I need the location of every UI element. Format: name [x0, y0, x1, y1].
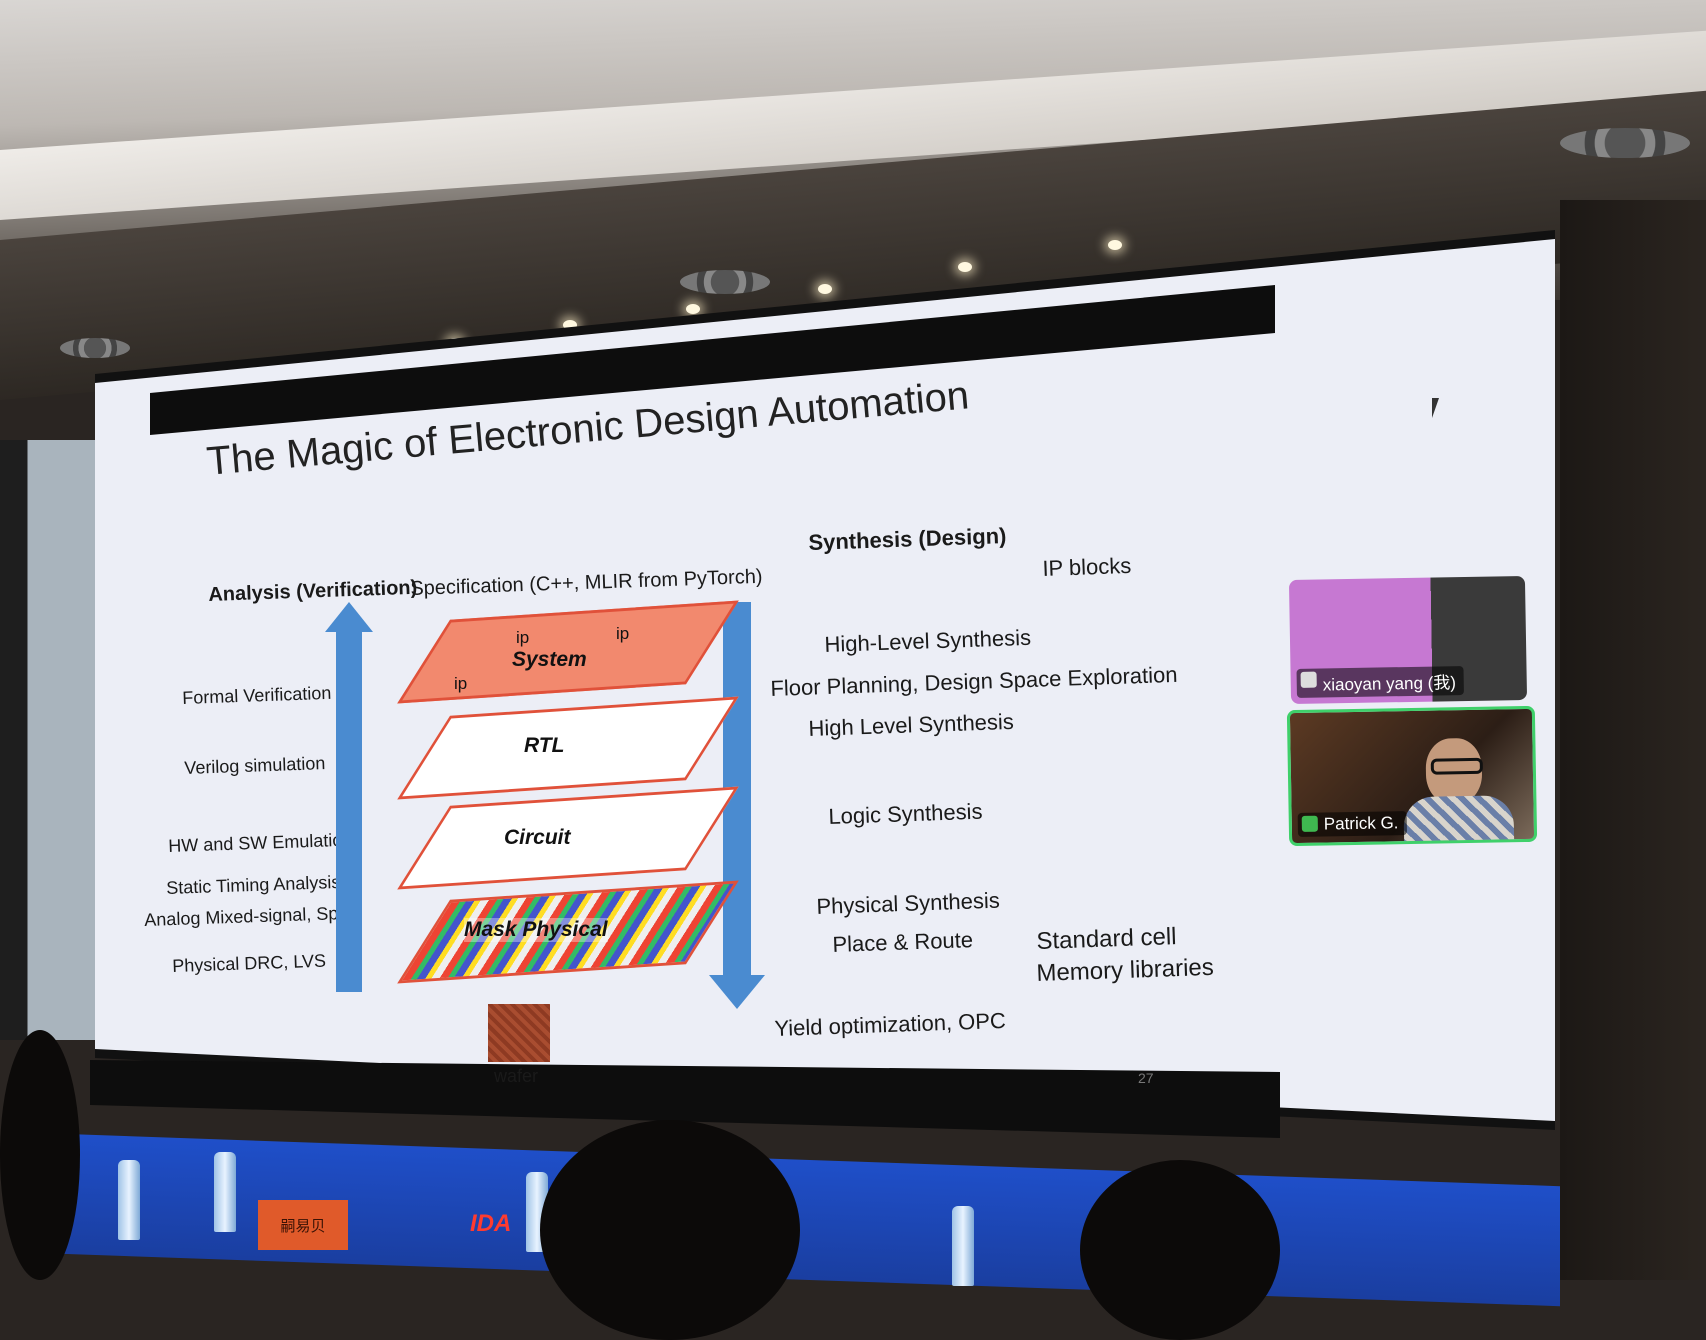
ceiling-vent [60, 338, 130, 358]
ip-label: ip [454, 674, 468, 693]
ip-label: ip [616, 624, 630, 643]
ceiling-light [958, 262, 972, 272]
window [0, 440, 110, 1040]
event-logo: IDA [470, 1210, 512, 1237]
wafer-image [488, 1004, 550, 1062]
participant-name: Patrick G. [1297, 811, 1407, 837]
ip-label: ip [516, 628, 530, 647]
audience-head [0, 1030, 80, 1280]
page-number: 27 [1138, 1070, 1154, 1086]
participant-name-text: xiaoyan yang (我) [1322, 673, 1457, 695]
audience-head [1080, 1160, 1280, 1340]
synthesis-arrow-head [709, 975, 765, 1009]
mouse-cursor-icon [1432, 398, 1439, 418]
video-tile-self[interactable]: xiaoyan yang (我) [1288, 575, 1528, 705]
water-bottle [214, 1152, 236, 1232]
ceiling-vent [680, 270, 770, 294]
library-label: Standard cell [1036, 923, 1177, 955]
ceiling-vent [1560, 128, 1690, 158]
ceiling-light [563, 320, 577, 330]
water-bottle [952, 1206, 974, 1286]
host-icon [1301, 815, 1318, 832]
verification-arrow [336, 632, 362, 992]
video-tile-active-speaker[interactable]: Patrick G. [1286, 705, 1538, 847]
ceiling-light [1108, 240, 1122, 250]
ceiling-light [686, 304, 700, 314]
synthesis-item: Place & Route [832, 927, 974, 957]
system-label: System [512, 648, 587, 671]
mask-physical-label: Mask Physical [464, 918, 608, 942]
glasses [1430, 757, 1483, 775]
ceiling-light [818, 284, 832, 294]
rtl-label: RTL [524, 734, 565, 757]
participant-name: xiaoyan yang (我) [1296, 666, 1465, 698]
nameplate: 嗣易贝 [258, 1200, 348, 1250]
ip-blocks-label: IP blocks [1042, 552, 1132, 581]
speaker-shirt [1403, 795, 1515, 847]
verification-arrow-head [325, 602, 373, 632]
participant-name-text: Patrick G. [1323, 813, 1399, 834]
wafer-label: wafer [494, 1066, 539, 1086]
audience-head [540, 1120, 800, 1340]
wall [1560, 200, 1706, 1280]
user-icon [1300, 671, 1317, 688]
water-bottle [118, 1160, 140, 1240]
synthesis-item: Logic Synthesis [828, 798, 983, 829]
circuit-label: Circuit [504, 826, 571, 849]
